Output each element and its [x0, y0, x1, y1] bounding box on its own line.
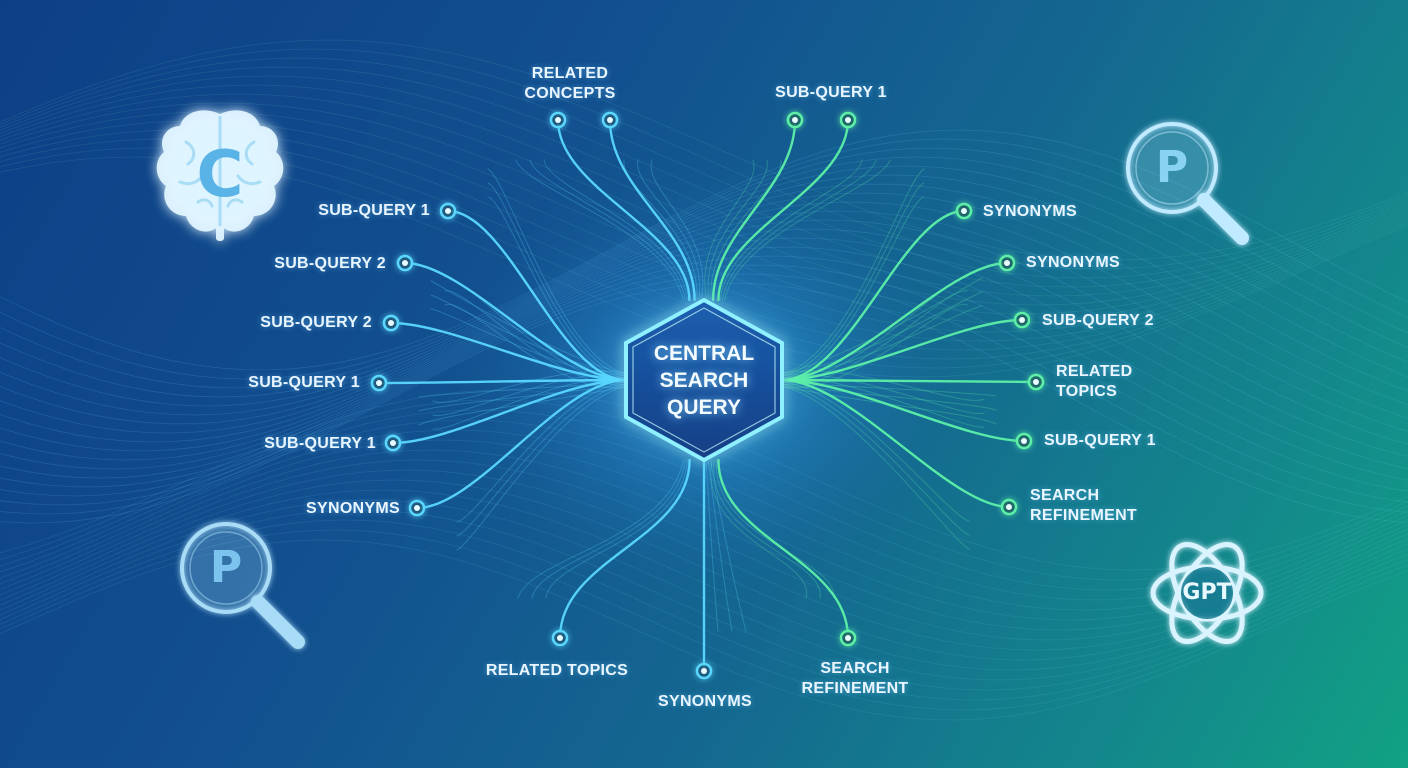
branch-line-top-sub-query-1 — [711, 118, 797, 302]
node-top-related-concepts-1-core — [555, 117, 561, 123]
branch-label-left-6: SYNONYMS — [306, 500, 400, 517]
branch-line-top-related-concepts-1 — [556, 118, 691, 302]
magnifier-letter-bottom-left: P — [209, 542, 243, 593]
branch-label-right-4: RELATED TOPICS — [1056, 363, 1133, 400]
node-right-5-core — [1021, 438, 1027, 444]
branch-label-left-1: SUB-QUERY 1 — [318, 202, 430, 219]
branch-label-top-related-concepts: RELATED CONCEPTS — [524, 65, 616, 102]
node-top-sub-query-1-b-core — [845, 117, 851, 123]
node-right-1-core — [961, 208, 967, 214]
magnifier-icon-bottom-left: P — [170, 518, 310, 658]
branch-label-bottom-search-refinement: SEARCH REFINEMENT — [801, 660, 909, 697]
branch-label-right-5: SUB-QUERY 1 — [1044, 432, 1156, 449]
branch-line-left-5 — [391, 378, 628, 445]
branch-label-left-4: SUB-QUERY 1 — [248, 374, 360, 391]
branch-label-bottom-synonyms: SYNONYMS — [658, 693, 752, 710]
branch-line-top-sub-query-1-b — [717, 118, 850, 302]
branch-line-left-3 — [389, 321, 628, 382]
gpt-knot-icon: GPT — [1144, 530, 1270, 656]
branch-label-left-3: SUB-QUERY 2 — [260, 314, 372, 331]
branch-line-right-4 — [780, 378, 1038, 384]
branch-line-bottom-search-refinement — [717, 458, 850, 640]
node-right-6-core — [1006, 504, 1012, 510]
node-left-6-core — [414, 505, 420, 511]
central-hexagon — [624, 297, 784, 463]
branch-line-top-related-concepts-2 — [608, 118, 696, 302]
node-left-1-core — [445, 208, 451, 214]
node-left-3-core — [388, 320, 394, 326]
central-node-label: CENTRAL SEARCH QUERY — [653, 342, 755, 419]
node-left-2-core — [402, 260, 408, 266]
brain-letter: C — [196, 138, 244, 212]
branch-label-right-1: SYNONYMS — [983, 203, 1077, 220]
brain-icon: C — [150, 102, 290, 248]
branch-label-left-2: SUB-QUERY 2 — [274, 255, 386, 272]
node-right-3-core — [1019, 317, 1025, 323]
branch-line-right-1 — [780, 209, 966, 382]
gpt-letter: GPT — [1182, 580, 1232, 605]
branch-line-right-3 — [780, 318, 1024, 382]
magnifier-icon-top-right: P — [1112, 110, 1252, 250]
branch-label-right-3: SUB-QUERY 2 — [1042, 312, 1154, 329]
node-right-2-core — [1004, 260, 1010, 266]
node-left-4-core — [376, 380, 382, 386]
branch-line-left-4 — [377, 378, 628, 385]
node-right-4-core — [1033, 379, 1039, 385]
branch-line-right-2 — [780, 261, 1009, 382]
branch-label-top-sub-query-1: SUB-QUERY 1 — [775, 84, 887, 101]
branch-label-bottom-related-topics: RELATED TOPICS — [485, 662, 629, 679]
node-left-5-core — [390, 440, 396, 446]
node-top-sub-query-1-core — [792, 117, 798, 123]
node-bottom-related-topics-core — [557, 635, 563, 641]
branch-line-right-6 — [780, 378, 1011, 509]
branch-line-right-5 — [780, 378, 1026, 443]
branch-line-left-2 — [403, 261, 628, 382]
branch-label-right-2: SYNONYMS — [1026, 254, 1120, 271]
node-bottom-synonyms-core — [701, 668, 707, 674]
node-top-related-concepts-2-core — [607, 117, 613, 123]
branch-line-left-6 — [415, 378, 628, 510]
branch-line-bottom-related-topics — [558, 458, 691, 640]
node-bottom-search-refinement-core — [845, 635, 851, 641]
branch-label-right-6: SEARCH REFINEMENT — [1030, 487, 1137, 524]
branch-label-left-5: SUB-QUERY 1 — [264, 435, 376, 452]
branch-line-left-1 — [446, 209, 628, 382]
magnifier-letter-top-right: P — [1155, 142, 1189, 193]
